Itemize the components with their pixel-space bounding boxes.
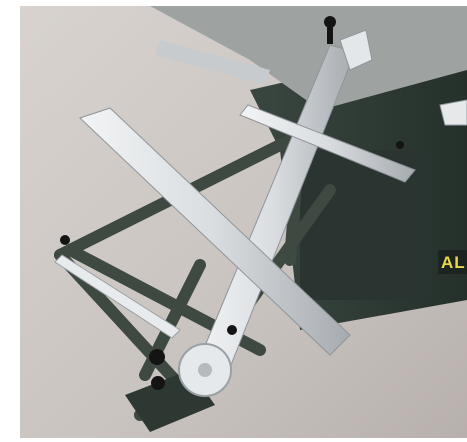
brand-label: AL <box>441 253 466 272</box>
angle-disc-hub <box>198 363 212 377</box>
brand-label-plate <box>438 250 467 274</box>
control-box <box>439 99 467 126</box>
left-stop-rail <box>54 254 181 339</box>
upper-crosspiece <box>239 104 416 183</box>
sliding-table-edge <box>155 40 270 85</box>
fence-end-stop-top <box>339 29 373 71</box>
saw-table-top <box>150 6 467 110</box>
clamp-knobs <box>60 16 404 390</box>
crosscut-bar <box>79 107 351 356</box>
